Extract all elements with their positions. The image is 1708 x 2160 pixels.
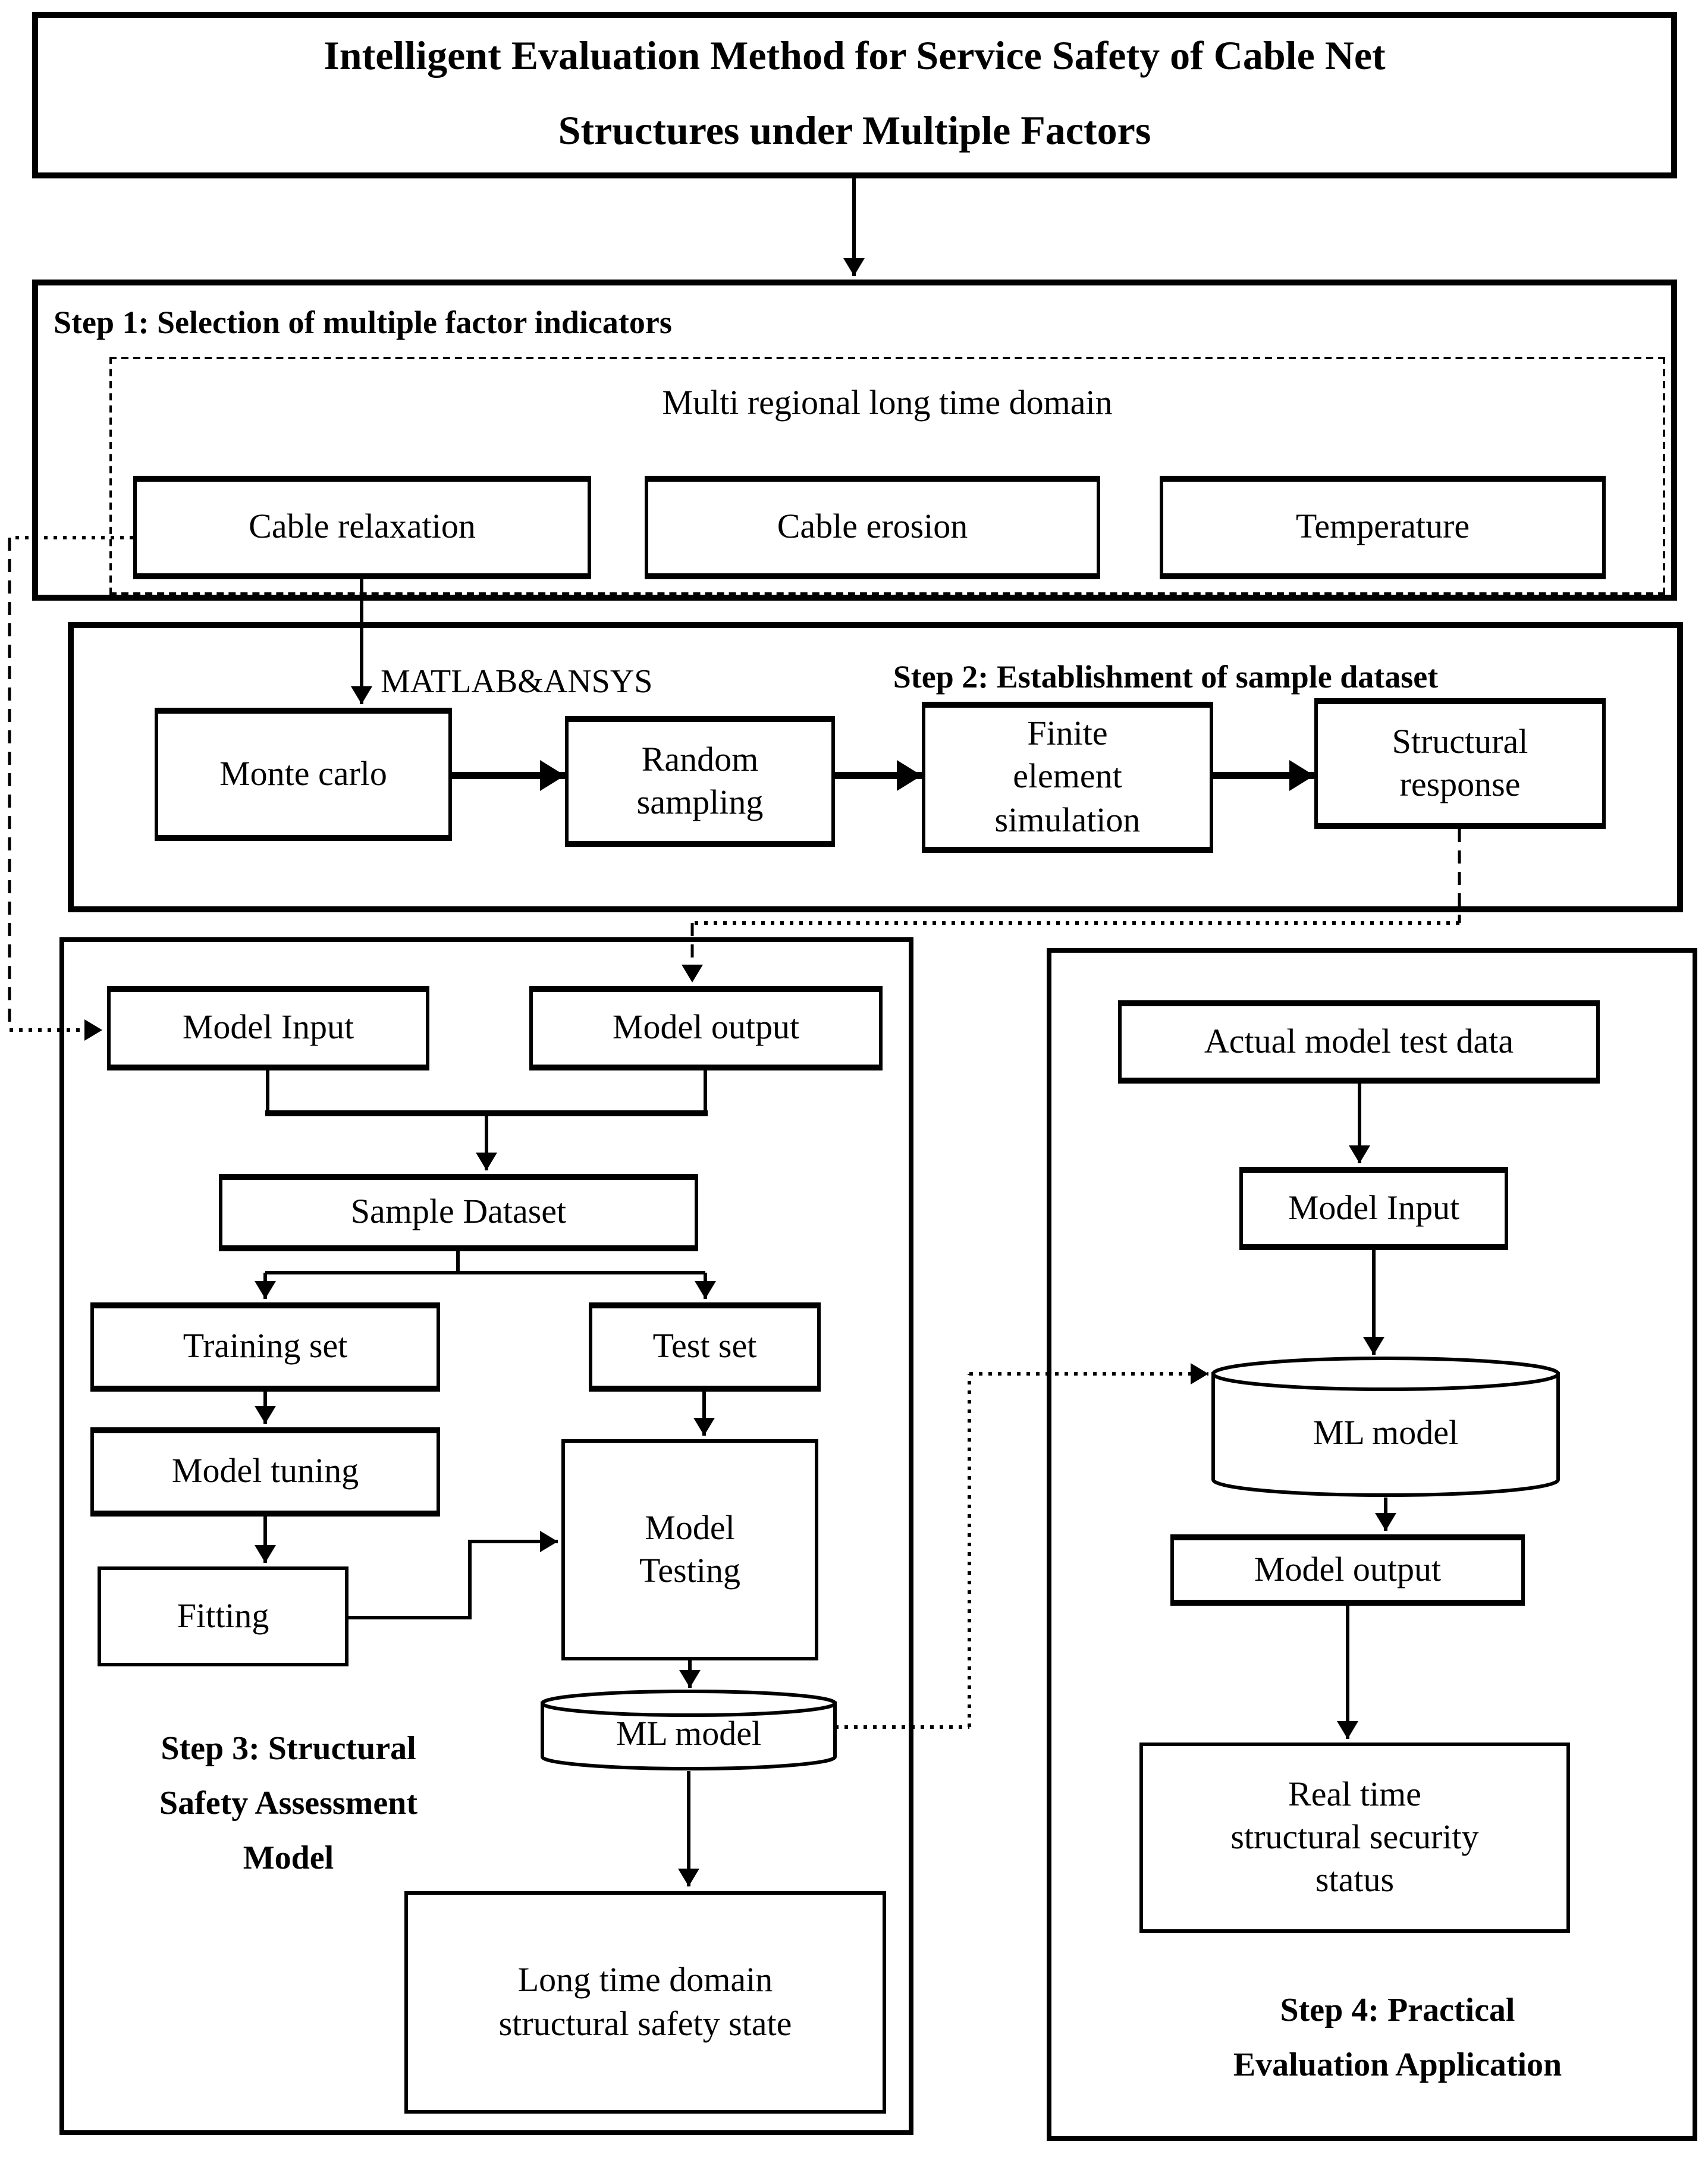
ml-model-cylinder-step3 [541,1690,837,1770]
factor-cable-relaxation: Cable relaxation [133,476,591,579]
real-time-status-box: Real time structural security status [1139,1743,1570,1933]
training-set-box: Training set [90,1302,440,1392]
arrow-fitting-to-testing [348,1531,558,1619]
actual-test-data-box: Actual model test data [1118,1000,1600,1084]
step2-label: Step 2: Establishment of sample dataset [893,659,1439,695]
model-testing-box: Model Testing [561,1439,818,1660]
ml-model-label-step3: ML model [616,1715,762,1753]
ml-model-label-step4: ML model [1313,1414,1459,1452]
matlab-ansys-label: MATLAB&ANSYS [381,664,653,701]
step3-label: Step 3: Structural Safety Assessment Mod… [159,1731,417,1878]
model-input-box-step4: Model Input [1239,1167,1508,1250]
page-title: Intelligent Evaluation Method for Servic… [32,12,1677,178]
sample-dataset-box: Sample Dataset [219,1174,698,1251]
long-time-state-box: Long time domain structural safety state [404,1891,886,2114]
factor-group-label: Multi regional long time domain [662,384,1113,422]
step1-label: Step 1: Selection of multiple factor ind… [54,304,672,340]
model-output-box: Model output [529,986,883,1070]
step1-frame [32,280,1677,601]
random-sampling-box: Random sampling [565,716,835,847]
step3-frame [59,937,913,2135]
step4-frame [1047,948,1697,2141]
fitting-box: Fitting [98,1566,348,1666]
structural-response-box: Structural response [1314,698,1606,829]
factor-temperature: Temperature [1160,476,1606,579]
step4-label: Step 4: Practical Evaluation Application [1233,1992,1562,2084]
monte-carlo-box: Monte carlo [155,708,452,841]
model-tuning-box: Model tuning [90,1427,440,1517]
model-output-box-step4: Model output [1170,1534,1525,1606]
test-set-box: Test set [589,1302,821,1392]
step2-frame [68,622,1683,912]
finite-element-box: Finite element simulation [922,702,1213,853]
ml-model-cylinder-step4 [1211,1357,1560,1497]
model-input-box: Model Input [107,986,429,1070]
factor-group-box [109,357,1665,595]
factor-cable-erosion: Cable erosion [645,476,1100,579]
